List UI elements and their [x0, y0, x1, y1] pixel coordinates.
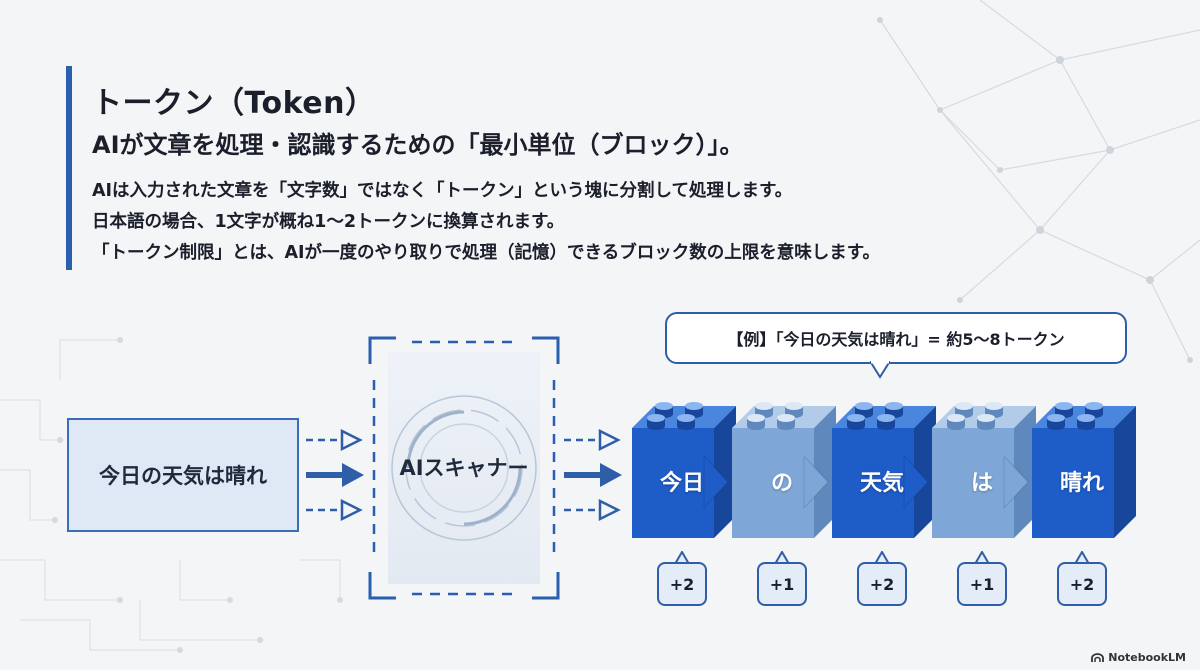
badge-tail — [774, 551, 790, 564]
example-callout-text: 【例】「今日の天気は晴れ」= 約5〜8トークン — [727, 330, 1065, 349]
token-block-tenki — [832, 402, 936, 538]
scanner-label: AIスキャナー — [399, 456, 529, 480]
token-count-badge: +1 — [757, 562, 807, 606]
token-count-badge: +2 — [657, 562, 707, 606]
notebooklm-logo-icon — [1091, 652, 1105, 662]
token-block-wa — [932, 402, 1036, 538]
badge-tail — [974, 551, 990, 564]
page-subtitle: AIが文章を処理・認識するための「最小単位（ブロック）」。 — [92, 131, 744, 159]
scanner-frame — [368, 336, 560, 600]
token-label: の — [770, 471, 793, 496]
token-count-badge: +1 — [957, 562, 1007, 606]
input-sentence-box: 今日の天気は晴れ — [67, 418, 299, 532]
example-callout: 【例】「今日の天気は晴れ」= 約5〜8トークン — [665, 312, 1127, 364]
badge-tail — [1074, 551, 1090, 564]
title-accent-bar — [66, 66, 72, 270]
token-count-badge: +2 — [1057, 562, 1107, 606]
description-line: 日本語の場合、1文字が概ね1〜2トークンに換算されます。 — [92, 212, 565, 232]
token-block-no — [732, 402, 836, 538]
token-label: 天気 — [859, 471, 904, 496]
token-label: は — [970, 471, 993, 496]
token-count-badge: +2 — [857, 562, 907, 606]
description-line: 「トークン制限」とは、AIが一度のやり取りで処理（記憶）できるブロック数の上限を… — [92, 243, 880, 263]
badge-tail — [874, 551, 890, 564]
brand-name: NotebookLM — [1108, 651, 1186, 664]
output-arrows — [564, 428, 622, 522]
badge-tail — [674, 551, 690, 564]
token-block-hare — [1032, 402, 1136, 538]
token-label: 晴れ — [1059, 471, 1104, 496]
brand-watermark: NotebookLM — [1091, 651, 1186, 664]
input-sentence-text: 今日の天気は晴れ — [99, 464, 267, 488]
callout-tail — [870, 361, 890, 379]
token-block-kyou — [632, 402, 736, 538]
token-label: 今日 — [659, 471, 704, 496]
page-title: トークン（Token） — [92, 86, 376, 121]
description-line: AIは入力された文章を「文字数」ではなく「トークン」という塊に分割して処理します… — [92, 181, 793, 201]
scanner-panel — [388, 352, 540, 584]
description-text: AIは入力された文章を「文字数」ではなく「トークン」という塊に分割して処理します… — [92, 176, 880, 269]
input-arrows — [306, 428, 364, 522]
